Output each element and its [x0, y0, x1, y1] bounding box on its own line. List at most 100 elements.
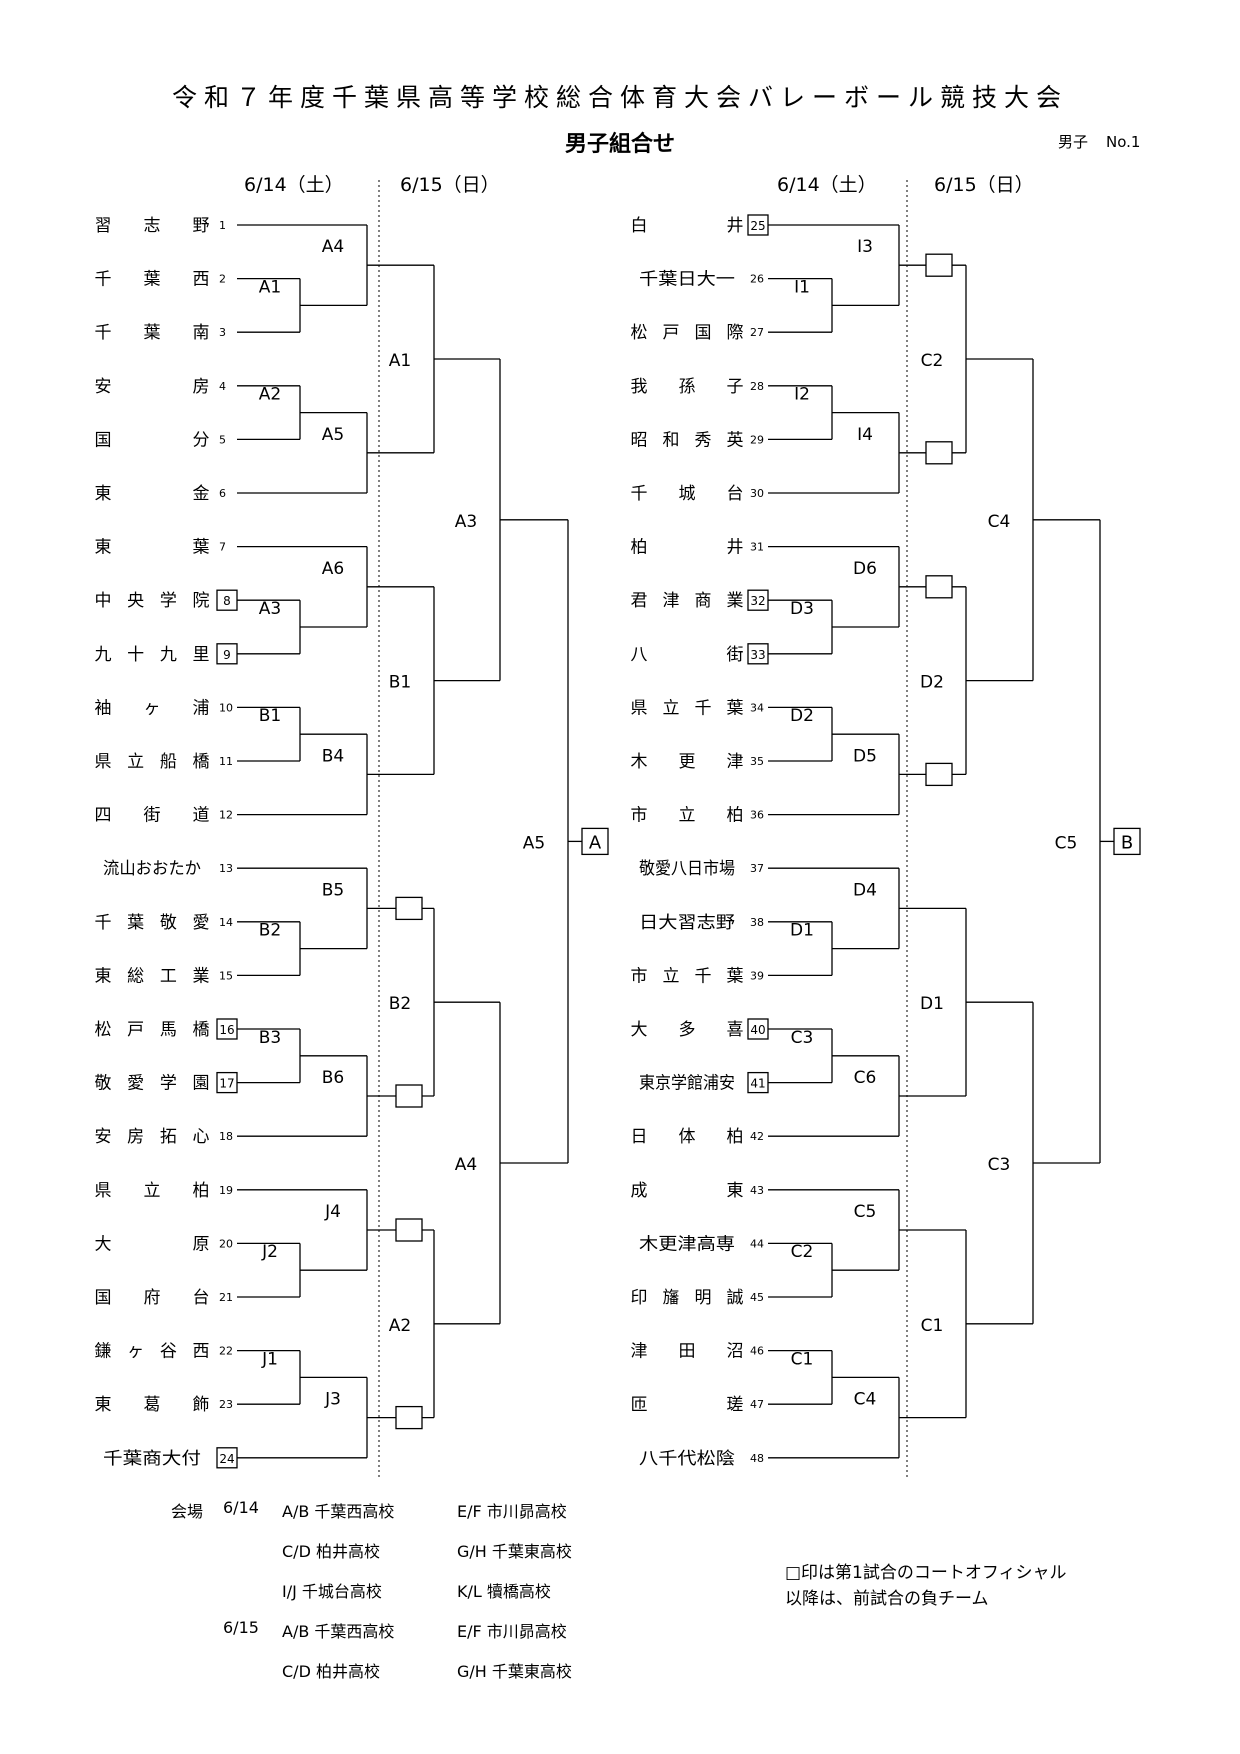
team-name-char: 立: [679, 806, 696, 826]
right-court-D4: D4: [853, 880, 877, 900]
right-team-no-33: 33: [750, 648, 765, 662]
team-name-char: 業: [193, 966, 210, 986]
right-team-no-26: 26: [750, 273, 764, 286]
team-name-char: 昭: [631, 430, 648, 450]
right-court-D3: D3: [790, 599, 814, 619]
team-name-char: 心: [193, 1127, 210, 1147]
right-court-I4: I4: [857, 425, 873, 445]
team-name-char: 戸: [127, 1020, 144, 1040]
left-court-J2: J2: [261, 1242, 278, 1262]
right-team-no-42: 42: [750, 1130, 764, 1143]
right-team-25: 白井: [631, 216, 744, 236]
right-court-D2: D2: [920, 673, 944, 693]
right-court-D1: D1: [920, 994, 944, 1014]
right-court-D6: D6: [853, 559, 877, 579]
left-court-B5: B5: [322, 880, 344, 900]
right-court-C3: C3: [988, 1155, 1011, 1175]
left-team-1: 習志野: [95, 216, 210, 236]
team-name-char: 葉: [127, 913, 144, 933]
team-name-char: 立: [663, 966, 680, 986]
right-team-28: 我孫子: [631, 377, 744, 397]
left-team-no-15: 15: [219, 969, 233, 982]
right-team-no-29: 29: [750, 433, 764, 446]
team-name-char: 西: [193, 270, 210, 290]
venue-day2-row1-a: A/B 千葉西高校: [282, 1622, 395, 1641]
team-name-char: 学: [160, 1074, 177, 1094]
right-team-40: 大多喜: [631, 1020, 744, 1040]
venue-day1-row3-b: K/L 犢橋高校: [457, 1582, 551, 1601]
right-team-27: 松戸国際: [631, 323, 744, 343]
left-court-J3: J3: [324, 1390, 341, 1410]
right-team-37: 敬愛八日市場: [639, 859, 735, 879]
team-name-char: 松: [631, 323, 648, 343]
left-block-box: [581, 827, 609, 856]
team-name-char: 県: [95, 752, 112, 772]
team-name-char: 道: [193, 806, 210, 826]
venue-day1-row1-b: E/F 市川昴高校: [457, 1502, 567, 1521]
team-name-char: 柏: [631, 538, 648, 558]
team-name-char: 大: [95, 1234, 112, 1254]
team-name-char: 十: [127, 645, 144, 665]
left-team-no-4: 4: [219, 380, 226, 393]
team-name-char: 日: [631, 1127, 648, 1147]
team-name-char: 喜: [727, 1020, 744, 1040]
team-name-char: 葉: [144, 270, 161, 290]
team-name-char: 央: [127, 591, 144, 611]
team-name-char: ヶ: [144, 698, 161, 718]
left-court-A3: A3: [455, 512, 477, 532]
team-name-char: 旛: [663, 1288, 680, 1308]
left-court-J1: J1: [261, 1349, 278, 1369]
right-team-42: 日体柏: [631, 1127, 744, 1147]
team-name-char: 君: [631, 591, 648, 611]
left-court-A4: A4: [455, 1155, 477, 1175]
left-team-no-10: 10: [219, 701, 233, 714]
left-court-A6: A6: [322, 559, 344, 579]
left-team-19: 県立柏: [95, 1181, 210, 1201]
team-name-char: 橋: [193, 752, 210, 772]
right-court-C1: C1: [921, 1316, 944, 1336]
venue-day2-row1-b: E/F 市川昴高校: [457, 1622, 567, 1641]
left-court-A5: A5: [322, 425, 344, 445]
left-court-B2: B2: [389, 994, 411, 1014]
team-name-char: 東: [95, 538, 112, 558]
team-name-char: 多: [679, 1020, 696, 1040]
right-team-no-34: 34: [750, 701, 764, 714]
right-team-no-27: 27: [750, 326, 764, 339]
team-name-char: 房: [127, 1127, 144, 1147]
left-team-no-19: 19: [219, 1184, 233, 1197]
left-team-no-18: 18: [219, 1130, 233, 1143]
team-name-char: 愛: [193, 913, 210, 933]
right-team-no-36: 36: [750, 809, 764, 822]
legend-line1: □印は第1試合のコートオフィシャル: [785, 1563, 1067, 1583]
right-court-C1: C1: [791, 1349, 814, 1369]
left-court-A4: A4: [322, 237, 344, 257]
right-team-no-25: 25: [750, 219, 765, 233]
right-team-no-32: 32: [750, 594, 765, 608]
venue-day1-date: 6/14: [223, 1498, 259, 1517]
left-team-no-8: 8: [223, 594, 231, 608]
team-name-char: 孫: [679, 377, 696, 397]
team-name-char: 市: [631, 806, 648, 826]
left-court-official-box: [395, 1084, 423, 1108]
right-court-C2: C2: [921, 351, 944, 371]
right-court-D2: D2: [790, 706, 814, 726]
team-name-char: 秀: [695, 430, 712, 450]
left-court-official-box: [395, 896, 423, 921]
team-name-char: 印: [631, 1288, 648, 1308]
date-day2-right: 6/15（日）: [934, 174, 1034, 196]
team-name-char: 柏: [727, 1127, 744, 1147]
team-name-char: 東: [95, 484, 112, 504]
left-team-18: 安房拓心: [95, 1127, 210, 1147]
team-name-char: 浦: [193, 698, 210, 718]
team-name-char: 誠: [727, 1288, 744, 1308]
venue-day2-row2-b: G/H 千葉東高校: [457, 1662, 572, 1681]
team-name-char: 市: [631, 966, 648, 986]
right-team-no-28: 28: [750, 380, 764, 393]
left-court-B3: B3: [259, 1028, 281, 1048]
right-team-38: 日大習志野: [639, 913, 735, 933]
left-team-no-11: 11: [219, 755, 233, 768]
left-team-20: 大原: [95, 1234, 210, 1254]
team-name-char: 橋: [193, 1020, 210, 1040]
team-name-char: 東: [727, 1181, 744, 1201]
team-name-char: 英: [727, 430, 744, 450]
